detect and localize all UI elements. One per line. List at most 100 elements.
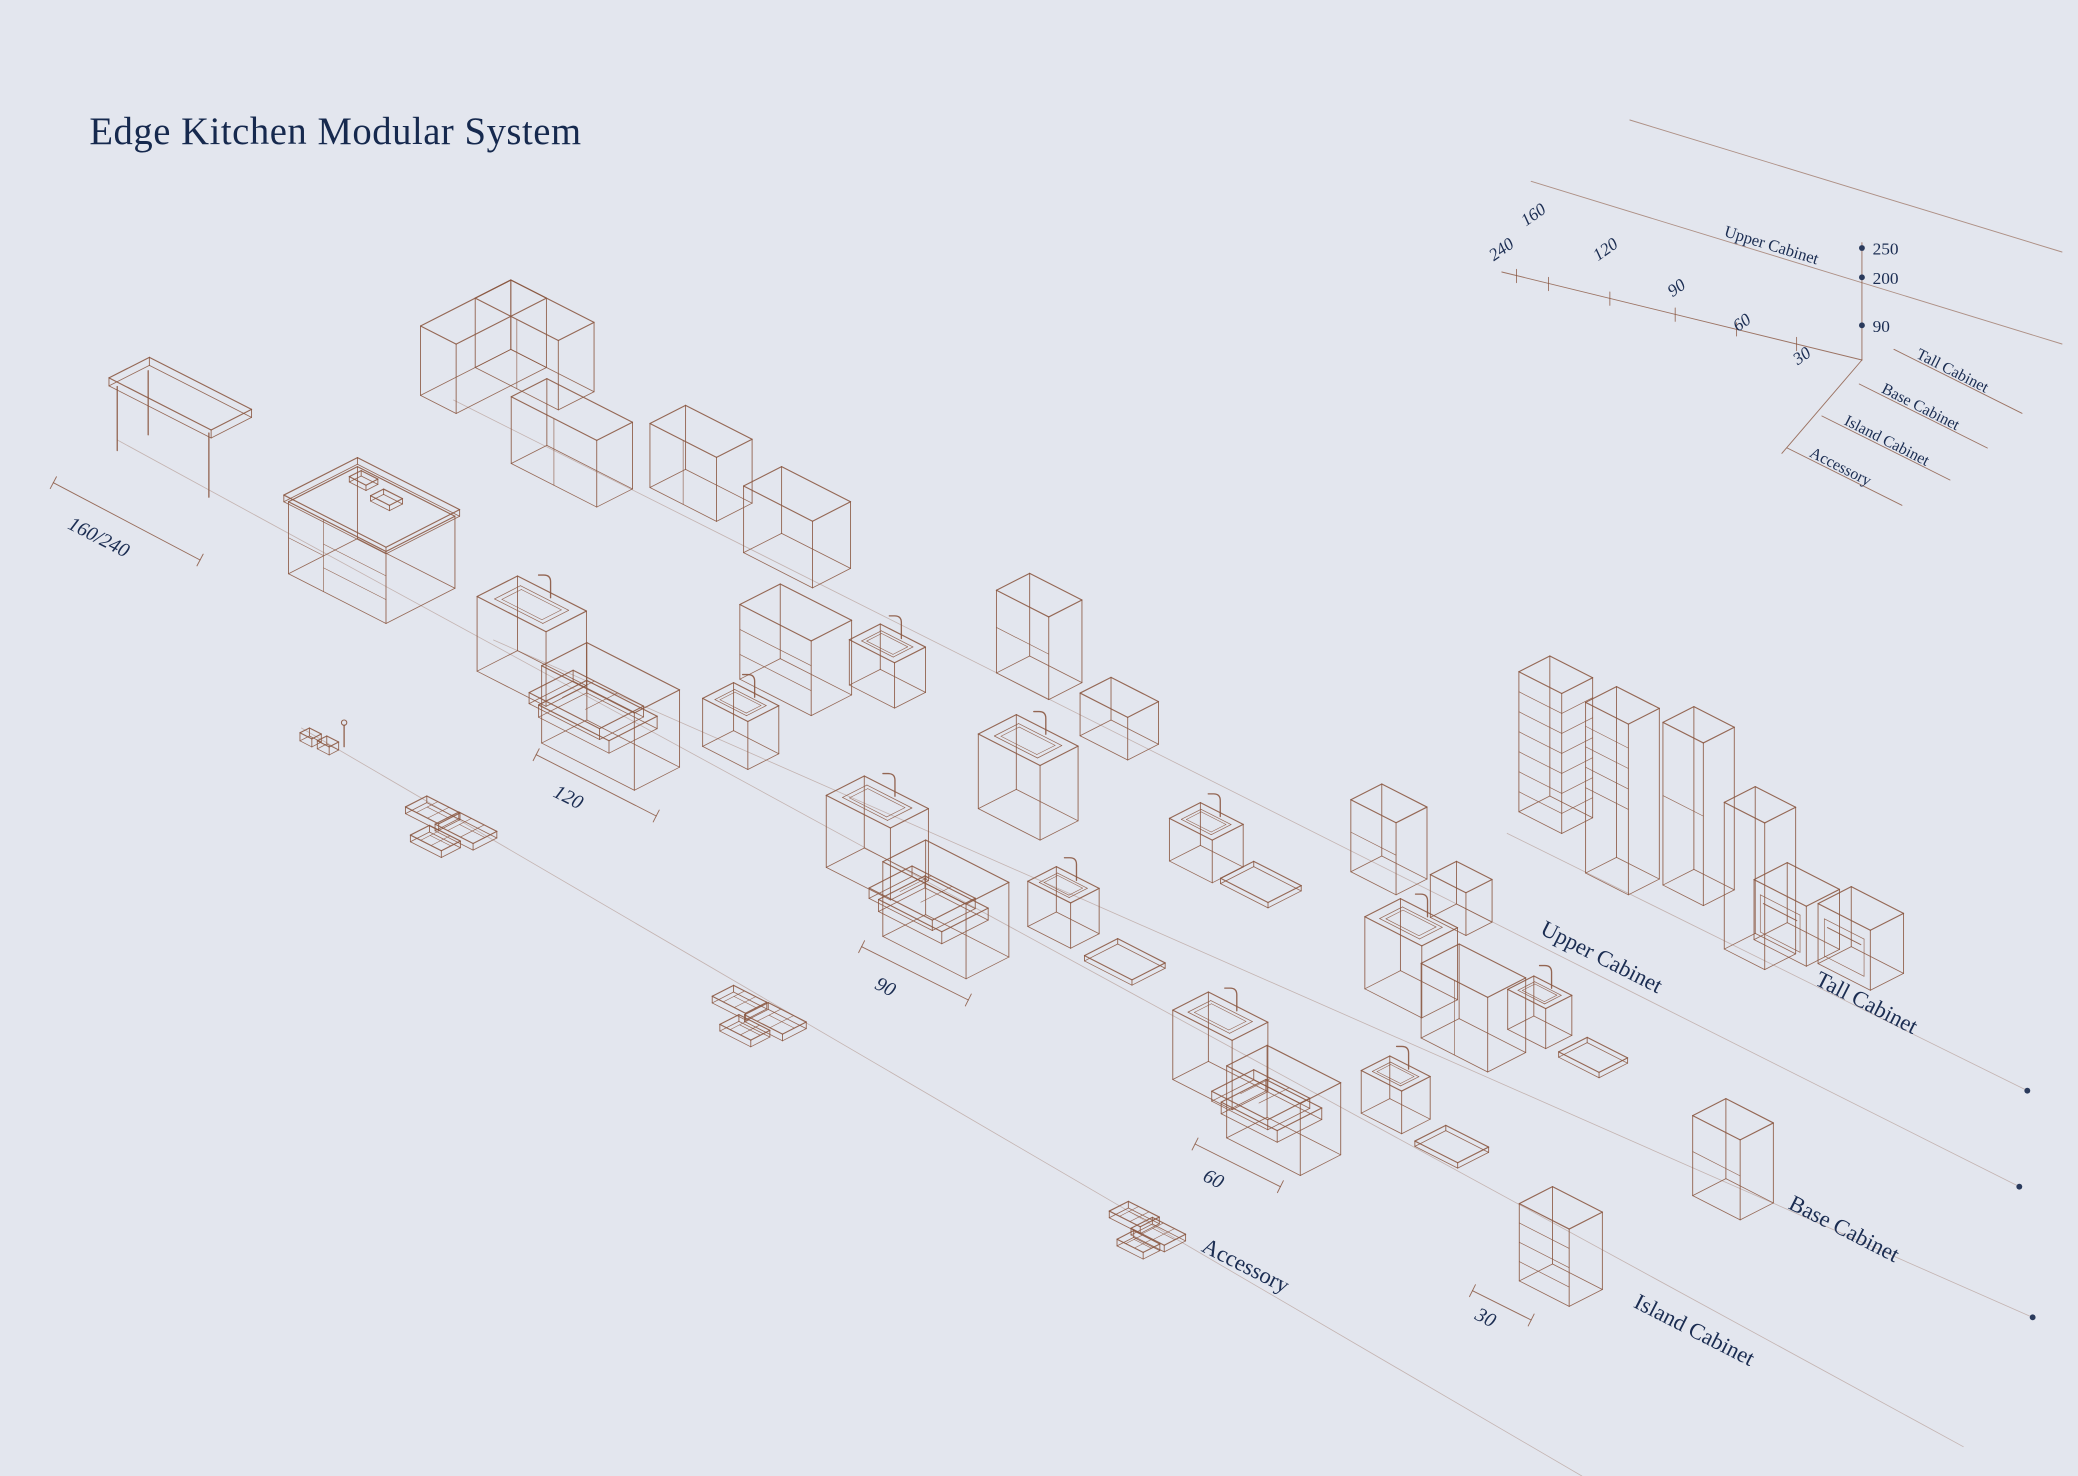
- edge: [868, 897, 933, 931]
- edge: [1458, 943, 1527, 979]
- edge: [1207, 1060, 1269, 1093]
- edge: [1662, 884, 1704, 907]
- edge: [1364, 988, 1423, 1019]
- edge: [743, 552, 813, 589]
- faucet: [1395, 1045, 1410, 1070]
- legend-upper-cabinet-label: Upper Cabinet: [1722, 222, 1821, 269]
- edge: [1199, 802, 1244, 825]
- edge: [596, 488, 633, 508]
- module-oven: [1817, 886, 1905, 991]
- edge: [702, 697, 749, 723]
- edge: [925, 839, 1010, 883]
- edge: [747, 705, 780, 723]
- edge: [781, 466, 852, 503]
- edge: [1692, 1195, 1741, 1221]
- edge: [925, 914, 1010, 958]
- edge: [738, 1020, 771, 1038]
- edge: [1457, 1151, 1490, 1169]
- edge: [1350, 799, 1397, 824]
- edge: [1786, 922, 1840, 950]
- edge: [1754, 932, 1797, 955]
- edge: [1549, 655, 1594, 679]
- edge: [528, 669, 574, 694]
- edge: [510, 348, 595, 393]
- axis-dot: [1858, 245, 1865, 251]
- axis-dot: [1858, 274, 1865, 281]
- edge: [1220, 866, 1255, 885]
- edge: [369, 495, 391, 506]
- axis-dot: [2016, 1183, 2023, 1190]
- edge: [882, 839, 927, 863]
- edge: [715, 438, 753, 458]
- legend-tick-240: 240: [1485, 234, 1517, 265]
- edge: [311, 741, 322, 748]
- edge: [1662, 721, 1704, 744]
- edge: [420, 394, 457, 414]
- edge: [1194, 1012, 1230, 1031]
- module-tray: [743, 1002, 807, 1042]
- edge: [1151, 1216, 1187, 1235]
- edge: [993, 735, 1038, 759]
- legend-axis-line: [1530, 180, 2063, 345]
- edge: [1817, 963, 1871, 991]
- edge: [1108, 1210, 1141, 1228]
- edge: [476, 595, 547, 633]
- edge: [596, 421, 634, 441]
- edge: [510, 378, 548, 398]
- edge: [1068, 887, 1088, 898]
- edge: [1585, 686, 1618, 703]
- edge: [1168, 802, 1201, 819]
- edge: [1376, 1064, 1392, 1072]
- legend-category-line-tall: [1893, 348, 2023, 414]
- edge: [779, 658, 853, 696]
- edge: [369, 488, 385, 497]
- edge: [1211, 823, 1244, 841]
- edge: [1253, 1069, 1311, 1099]
- edge: [739, 1024, 761, 1036]
- modules-layer: [108, 279, 1905, 1307]
- edge: [781, 532, 851, 569]
- edge: [426, 806, 450, 819]
- edge: [1400, 1076, 1415, 1084]
- edge: [1585, 766, 1629, 790]
- edge: [996, 627, 1050, 655]
- edge: [1754, 786, 1797, 808]
- edge: [1518, 691, 1563, 714]
- edge: [1231, 1091, 1269, 1111]
- edge: [965, 881, 1010, 905]
- edge: [316, 748, 330, 756]
- dim-line-90: [861, 946, 969, 1001]
- edge: [1759, 894, 1801, 916]
- edge: [1544, 994, 1562, 1005]
- faucet: [1033, 710, 1047, 735]
- module-sink: [1360, 1045, 1431, 1135]
- edge: [1534, 983, 1558, 996]
- edge: [1395, 878, 1428, 896]
- edge: [1226, 1044, 1268, 1067]
- legend-tick-60: 60: [1729, 310, 1754, 336]
- edge: [702, 682, 735, 699]
- edge: [1507, 1028, 1547, 1050]
- edge: [455, 297, 548, 345]
- edge: [383, 493, 403, 505]
- edge: [404, 795, 428, 808]
- edge: [1265, 1090, 1323, 1120]
- edge: [1240, 1078, 1271, 1095]
- edge: [1826, 927, 1862, 946]
- edge: [941, 919, 989, 945]
- edge: [1084, 960, 1133, 986]
- edge: [1585, 701, 1629, 725]
- module-tray: [409, 824, 461, 858]
- dim-line-160-240: [52, 482, 201, 561]
- edge: [1445, 1124, 1490, 1148]
- edge: [1117, 938, 1166, 964]
- edge: [1210, 824, 1227, 833]
- edge: [283, 501, 387, 555]
- edge: [1692, 1178, 1727, 1197]
- edge: [1015, 788, 1079, 822]
- edge: [899, 875, 932, 892]
- edge: [494, 598, 544, 624]
- edge: [812, 567, 851, 589]
- legend-axis-line: [1629, 119, 2063, 253]
- edge: [1108, 1207, 1129, 1219]
